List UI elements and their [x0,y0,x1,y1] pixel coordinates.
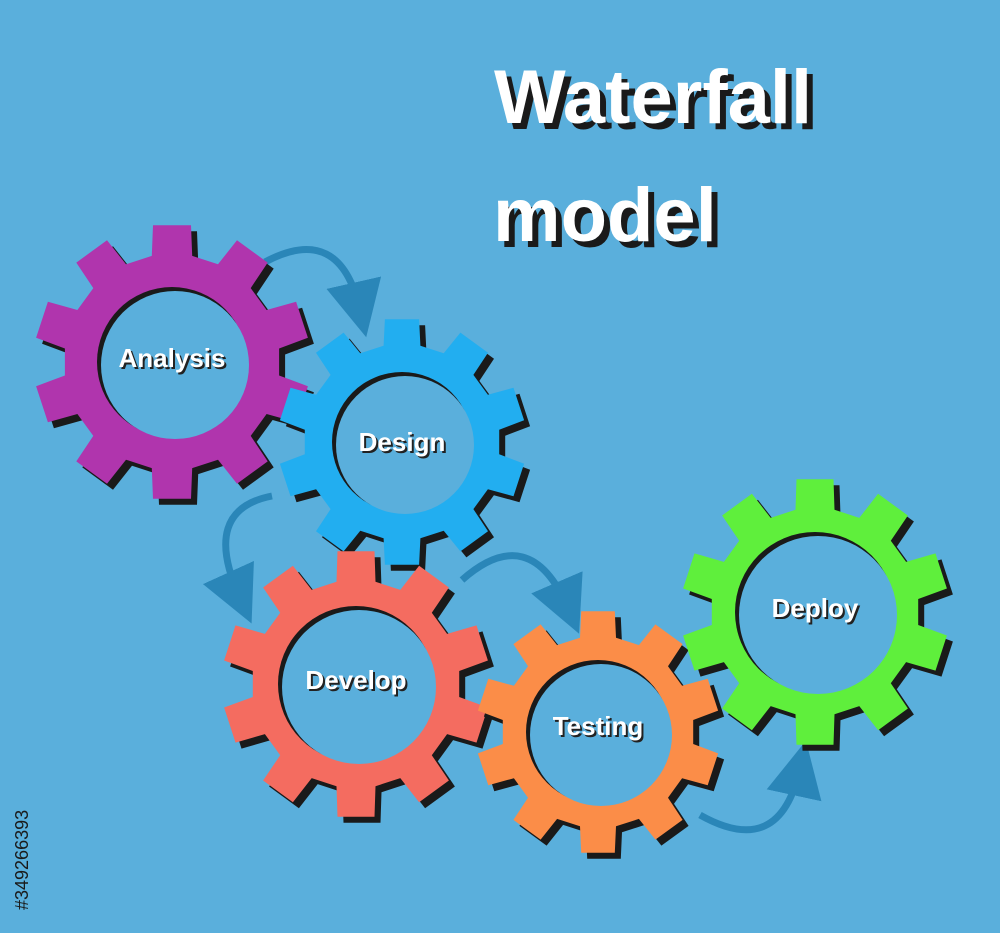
gear-analysis: Analysis Analysis [36,225,314,505]
gear-testing-label: Testing [553,711,644,741]
gear-testing-hole [530,664,672,806]
arrow-design-to-develop [202,492,273,624]
arrow-develop-to-testing [459,552,583,634]
gear-deploy: Deploy Deploy [683,479,953,751]
gear-analysis-hole [101,291,249,439]
gear-develop: Develop Develop [224,551,494,823]
gear-testing-label-shadow: Testing [555,713,646,743]
gear-design: Design Design [279,319,531,571]
gear-analysis-label-shadow: Analysis [121,345,228,375]
title-line-1-shadow: Waterfall [500,61,818,146]
title-line-1: Waterfall [494,55,812,140]
flow-arrows [202,246,822,834]
gear-testing: Testing Testing [477,611,725,859]
gear-analysis-label: Analysis [119,343,226,373]
gear-develop-hole [282,610,436,764]
gear-develop-label-shadow: Develop [307,667,408,697]
gear-design-hole [336,376,474,514]
gear-deploy-hole [739,536,897,694]
page-title: Waterfall Waterfall model model [493,55,818,264]
gears: Analysis Analysis Design Design Develop … [36,225,953,859]
title-line-2: model [493,173,717,258]
gear-deploy-label: Deploy [772,593,859,623]
gear-develop-label: Develop [305,665,406,695]
gear-design-label-shadow: Design [361,429,448,459]
stock-id: #349266393 [12,810,32,910]
gear-deploy-label-shadow: Deploy [774,595,861,625]
arrow-analysis-to-design [263,246,382,338]
arrow-testing-to-deploy [698,740,822,834]
gear-design-label: Design [359,427,446,457]
title-line-2-shadow: model [499,179,723,264]
